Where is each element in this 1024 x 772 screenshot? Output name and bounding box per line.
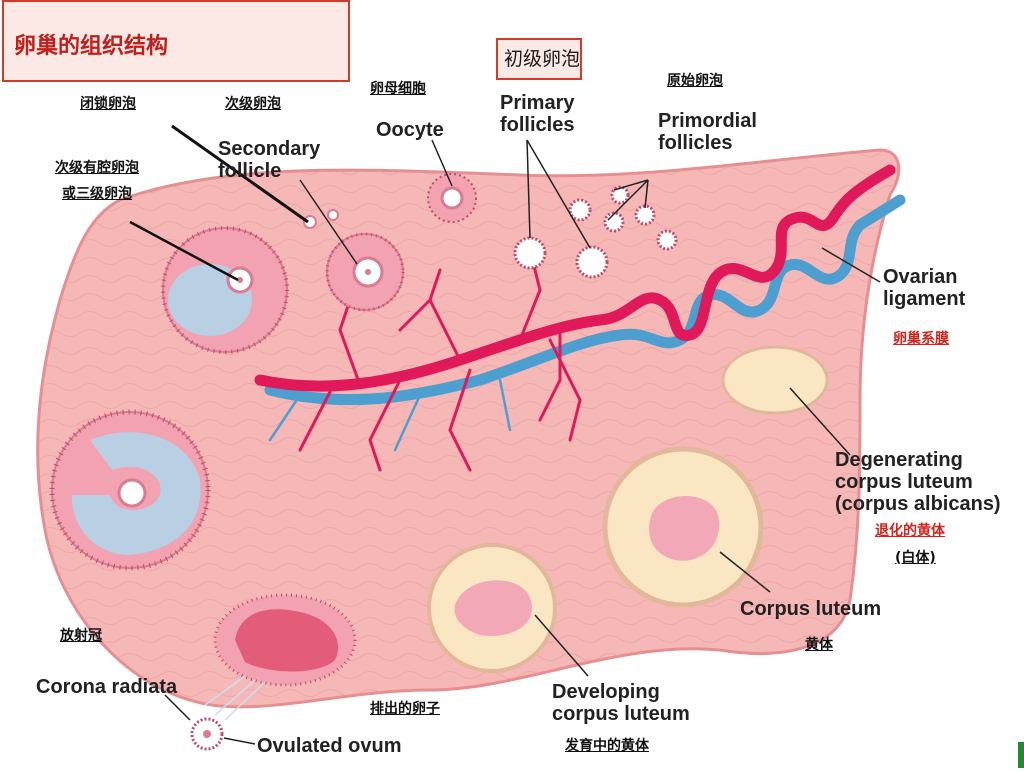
label-primary-en-2: follicles [500,114,575,136]
label-radiata-en: Corona radiata [36,676,178,698]
label-antral-follicle-cn-2: 或三级卵泡 [62,186,132,202]
label-primordial-en-2: follicles [658,132,733,154]
corpus-albicans-shape [721,345,829,415]
ovulated-ovum [190,717,224,751]
label-primary-en-1: Primary [500,92,575,114]
label-antral-follicle-cn-1: 次级有腔卵泡 [55,160,139,176]
corpus-luteum-shape [602,446,764,608]
label-primordial-en-1: Primordial [658,110,757,132]
label-secondary-en-2: follicle [218,160,282,182]
primary-follicle-box: 初级卵泡 [496,38,582,80]
label-ligament-en-2: ligament [883,288,966,310]
label-developing-en-1: Developing [552,681,660,703]
primary-follicle-box-label: 初级卵泡 [504,48,581,70]
label-degenerating-en-2: corpus luteum [835,471,973,493]
label-albicans-cn-1: 退化的黄体 [875,523,945,539]
artery-vessel [254,164,896,392]
ruptured-follicle [204,593,357,721]
vein-vessel [264,194,906,406]
large-antral-follicle [49,409,211,571]
label-developing-cn: 发育中的黄体 [565,738,649,754]
label-albicans-cn-2: (白体) [895,550,936,566]
label-secondary-follicle-cn: 次级卵泡 [225,96,281,112]
label-mesovarium-cn: 卵巢系膜 [893,331,949,347]
label-corpus-luteum-en: Corpus luteum [740,598,882,620]
secondary-follicle-shape [325,232,405,312]
antral-follicle [161,226,289,354]
label-atretic-follicle-cn: 闭锁卵泡 [80,96,136,112]
label-oocyte-en: Oocyte [376,119,444,141]
label-degenerating-en-1: Degenerating [835,449,963,471]
label-primordial-cn: 原始卵泡 [667,73,723,89]
corner-mark [1018,742,1024,768]
label-degenerating-en-3: (corpus albicans) [835,493,1001,515]
label-ovum-en: Ovulated ovum [257,735,402,757]
title-box: 卵巢的组织结构 [2,0,350,82]
label-radiata-cn: 放射冠 [60,628,102,644]
label-luteum-cn: 黄体 [805,637,833,653]
page-title: 卵巢的组织结构 [14,34,169,59]
label-oocyte-cn: 卵母细胞 [370,81,426,97]
developing-luteum [427,543,557,673]
label-ligament-en-1: Ovarian [883,266,958,288]
label-ovum-cn: 排出的卵子 [370,701,440,717]
label-secondary-en-1: Secondary [218,138,321,160]
label-developing-en-2: corpus luteum [552,703,690,725]
oocyte-follicle [427,173,477,223]
